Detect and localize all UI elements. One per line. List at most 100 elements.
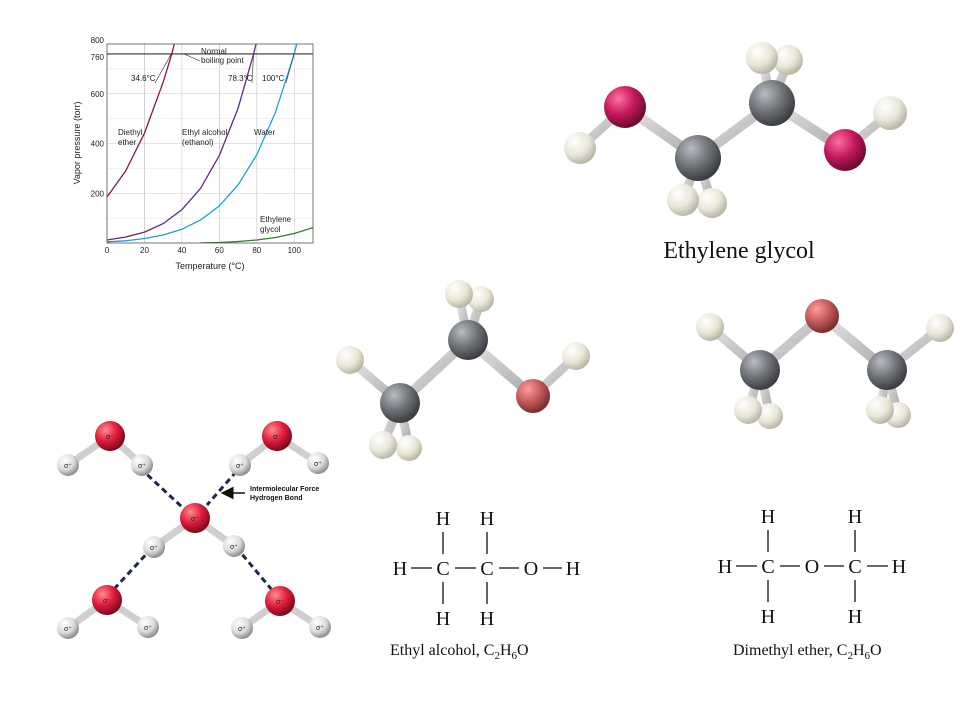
series-label: ether — [118, 138, 137, 147]
hydrogen-atom — [564, 132, 596, 164]
svg-text:σ⁺: σ⁺ — [236, 463, 244, 470]
hydrogen-atom — [369, 431, 397, 459]
svg-text:σ⁻: σ⁻ — [191, 516, 199, 523]
atom-c: C — [761, 556, 774, 578]
x-tick-label: 60 — [215, 246, 224, 255]
series-label: Ethyl alcohol — [182, 128, 228, 137]
dimethyl-ether-model — [696, 299, 954, 429]
water-hydrogen-bond-diagram: σ⁻ σ⁺ σ⁺ σ⁻ σ⁺ σ⁺ σ⁻ σ⁺ σ⁺ σ⁻ σ⁺ σ⁺ σ⁻ σ… — [57, 421, 331, 639]
svg-text:σ⁻: σ⁻ — [276, 599, 284, 606]
boiling-point-temp-label: 100°C — [262, 74, 285, 83]
hydrogen-atom — [757, 403, 783, 429]
normal-boiling-point-label: boiling point — [201, 56, 244, 65]
carbon-atom — [867, 350, 907, 390]
hydrogen-atom — [562, 342, 590, 370]
svg-text:σ⁺: σ⁺ — [230, 544, 238, 551]
water-molecule — [231, 586, 331, 639]
hydrogen-atom — [734, 396, 762, 424]
carbon-atom — [740, 350, 780, 390]
carbon-atom — [448, 320, 488, 360]
partial-charge-labels: σ⁻ σ⁺ σ⁺ σ⁻ σ⁺ σ⁺ σ⁻ σ⁺ σ⁺ σ⁻ σ⁺ σ⁺ σ⁻ σ… — [64, 434, 324, 633]
atom-h: H — [480, 608, 494, 630]
atom-c: C — [480, 558, 493, 580]
hydrogen-atom — [873, 96, 907, 130]
water-molecule — [229, 421, 329, 476]
series-label: Diethyl — [118, 128, 143, 137]
ethanol-caption: Ethyl alcohol, C2H6O — [390, 642, 529, 662]
svg-text:σ⁺: σ⁺ — [316, 625, 324, 632]
atom-h: H — [848, 606, 862, 628]
boiling-point-temp-label: 78.3°C — [228, 74, 253, 83]
boiling-point-temp-label: 34.6°C — [131, 74, 156, 83]
svg-text:σ⁺: σ⁺ — [64, 463, 72, 470]
oxygen-atom — [604, 86, 646, 128]
series-label: (ethanol) — [182, 138, 214, 147]
boiling-point-leader — [183, 53, 201, 62]
boiling-point-leader — [251, 52, 254, 84]
boiling-point-leader — [154, 52, 173, 84]
oxygen-atom — [516, 379, 550, 413]
series-line-water — [107, 44, 298, 243]
y-axis-label: Vapor pressure (torr) — [72, 102, 82, 185]
x-tick-label: 20 — [140, 246, 149, 255]
series-line-ethyl-alcohol-ethanol — [107, 44, 257, 241]
svg-text:σ⁺: σ⁺ — [138, 463, 146, 470]
series-label: Water — [254, 128, 275, 137]
ethanol-structural-formula: H H H C C O H H H — [393, 508, 580, 630]
water-molecule — [57, 421, 153, 476]
normal-boiling-point-label: Normal — [201, 47, 227, 56]
boiling-point-leader — [285, 52, 295, 84]
ethanol-model — [336, 280, 590, 461]
atom-h: H — [892, 556, 906, 578]
hydrogen-atom — [866, 396, 894, 424]
atom-c: C — [848, 556, 861, 578]
hydrogen-atom — [468, 286, 494, 312]
series-line-diethyl-ether — [107, 44, 175, 198]
atom-h: H — [480, 508, 494, 530]
svg-text:σ⁻: σ⁻ — [103, 598, 111, 605]
intermolecular-force-label: Intermolecular Force — [250, 486, 319, 493]
atom-o: O — [524, 558, 538, 580]
svg-text:σ⁺: σ⁺ — [64, 626, 72, 633]
chart-grid — [106, 44, 313, 243]
atom-c: C — [436, 558, 449, 580]
chart-plot-frame — [106, 43, 314, 244]
x-tick-label: 40 — [177, 246, 186, 255]
series-label: glycol — [260, 225, 281, 234]
carbon-atom — [380, 383, 420, 423]
hydrogen-atom — [697, 188, 727, 218]
atom-h: H — [761, 506, 775, 528]
y-tick-label: 600 — [91, 90, 105, 99]
svg-text:σ⁻: σ⁻ — [106, 434, 114, 441]
oxygen-atom — [805, 299, 839, 333]
series-line-ethylene-glycol — [200, 226, 313, 243]
svg-text:σ⁺: σ⁺ — [314, 461, 322, 468]
hydrogen-bond-label: Hydrogen Bond — [250, 495, 303, 502]
svg-text:σ⁺: σ⁺ — [238, 626, 246, 633]
oxygen-atom — [824, 129, 866, 171]
dimethyl-ether-structural-formula: H H H C O C H H H — [718, 506, 906, 628]
carbon-atom — [675, 135, 721, 181]
water-molecule — [143, 503, 245, 558]
water-molecule — [57, 585, 159, 639]
svg-text:σ⁺: σ⁺ — [150, 545, 158, 552]
x-tick-label: 0 — [105, 246, 110, 255]
y-tick-label: 400 — [91, 140, 105, 149]
atom-h: H — [436, 608, 450, 630]
hydrogen-atom — [746, 42, 778, 74]
y-tick-label: 760 — [91, 53, 105, 62]
chart-series — [107, 44, 313, 243]
hydrogen-atom — [696, 313, 724, 341]
atom-h: H — [393, 558, 407, 580]
x-axis-label: Temperature (°C) — [175, 261, 244, 271]
atom-h: H — [848, 506, 862, 528]
series-label: Ethylene — [260, 215, 292, 224]
x-tick-label: 80 — [252, 246, 261, 255]
hydrogen-atom — [336, 346, 364, 374]
hydrogen-atom — [445, 280, 473, 308]
x-tick-label: 100 — [288, 246, 302, 255]
atom-o: O — [805, 556, 819, 578]
